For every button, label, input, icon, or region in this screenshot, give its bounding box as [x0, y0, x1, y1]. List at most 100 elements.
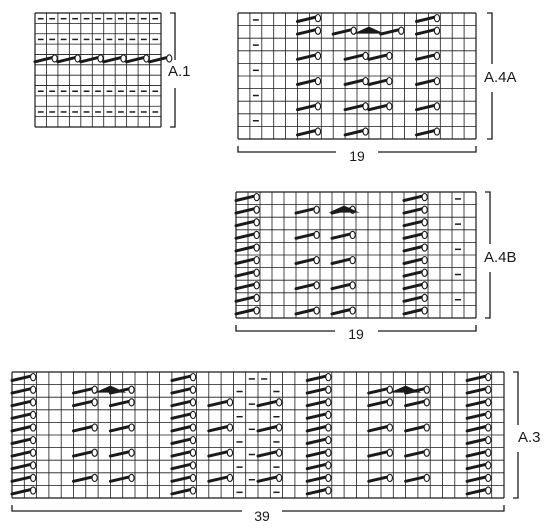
row-bracket	[170, 12, 176, 60]
row-bracket	[170, 88, 176, 128]
cable-symbol-loop	[386, 423, 394, 432]
cable-symbol	[56, 55, 78, 64]
cable-symbol-loop	[423, 423, 430, 432]
row-bracket	[513, 452, 519, 499]
cable-symbol-loop	[386, 448, 394, 457]
cable-symbol	[170, 425, 193, 433]
cable-symbol	[402, 295, 425, 303]
cable-symbol-loop	[433, 26, 441, 35]
cable-symbol	[305, 387, 328, 395]
cable-symbol-loop	[421, 218, 428, 227]
cable-symbol-loop	[433, 51, 441, 61]
cable-symbol	[294, 282, 317, 291]
cable-symbol	[72, 475, 95, 483]
cable-symbol-loop	[276, 448, 283, 457]
cable-symbol-loop	[30, 435, 37, 445]
cable-symbol	[465, 462, 488, 471]
cable-symbol	[296, 78, 318, 86]
cable-symbol-loop	[189, 372, 197, 382]
cable-symbol-loop	[253, 268, 260, 277]
cable-symbol-loop	[421, 255, 428, 265]
cable-symbol-loop	[349, 230, 356, 240]
cable-symbol	[367, 78, 389, 86]
cable-symbol	[108, 450, 131, 458]
cable-symbol-loop	[253, 230, 260, 240]
cable-symbol-loop	[30, 486, 37, 495]
cable-symbol-loop	[325, 448, 332, 457]
cable-symbol	[402, 245, 425, 253]
cable-symbol-loop	[485, 435, 492, 445]
cable-symbol	[330, 232, 353, 240]
cable-symbol-loop	[128, 448, 135, 457]
cable-symbol-loop	[128, 423, 135, 432]
cable-symbol-loop	[30, 461, 37, 470]
cable-symbol-loop	[485, 410, 492, 420]
cable-symbol	[33, 55, 55, 64]
cable-symbol-loop	[314, 127, 322, 136]
cable-symbol	[379, 28, 401, 36]
cable-symbol-loop	[253, 243, 260, 252]
cable-symbol-loop	[313, 205, 320, 214]
cable-symbol	[170, 488, 193, 496]
cable-symbol	[234, 308, 257, 316]
decrease-symbol	[353, 26, 385, 34]
cable-symbol	[305, 412, 328, 420]
cable-symbol	[234, 194, 257, 202]
cable-symbol-loop	[314, 13, 322, 23]
cable-symbol	[125, 55, 146, 64]
cable-symbol	[330, 308, 353, 316]
cable-symbol	[415, 53, 437, 61]
cable-symbol-loop	[189, 461, 197, 470]
cable-symbol	[402, 207, 425, 215]
cable-symbol-loop	[485, 448, 492, 457]
cable-symbol-loop	[386, 51, 393, 61]
cable-symbol-loop	[423, 398, 430, 407]
cable-symbol	[465, 412, 488, 420]
cable-symbol-loop	[485, 473, 492, 483]
cable-symbol	[256, 450, 279, 458]
cable-symbol	[367, 53, 389, 61]
decrease-symbol	[328, 205, 360, 213]
cable-symbol-loop	[325, 486, 332, 495]
cable-symbol	[10, 488, 33, 496]
stitch-bracket	[235, 325, 335, 332]
cable-symbol	[108, 475, 131, 483]
cable-symbol	[331, 28, 354, 36]
cable-symbol	[343, 103, 366, 112]
decrease-symbol	[94, 385, 127, 393]
cable-symbol	[367, 425, 390, 433]
cable-symbol-loop	[485, 423, 492, 432]
cable-symbol	[256, 475, 279, 483]
cable-symbol-loop	[51, 54, 58, 63]
cable-symbol	[10, 462, 33, 471]
cable-symbol-loop	[349, 306, 356, 315]
cable-symbol	[170, 412, 193, 420]
cable-symbol	[367, 450, 390, 458]
cable-symbol	[465, 387, 488, 395]
cable-symbol	[10, 412, 33, 420]
cable-symbol-loop	[398, 26, 405, 35]
cable-symbol-loop	[485, 385, 492, 394]
cable-symbol	[367, 475, 390, 483]
cable-symbol-loop	[423, 448, 430, 457]
cable-symbol-loop	[120, 54, 127, 63]
cable-symbol	[72, 399, 95, 408]
cable-symbol	[170, 387, 193, 395]
stitch-count-a3: 39	[254, 508, 270, 524]
cable-symbol-loop	[189, 398, 197, 407]
label-a4a: A.4A	[484, 69, 517, 86]
cable-symbol-loop	[350, 26, 357, 35]
cable-symbol-loop	[253, 293, 260, 303]
cable-symbol-loop	[325, 385, 332, 394]
cable-symbol	[207, 475, 230, 483]
cable-symbol-loop	[421, 205, 428, 214]
cable-symbol-loop	[423, 473, 430, 483]
cable-symbol	[402, 194, 425, 202]
stitch-count-a4b: 19	[348, 326, 364, 342]
cable-symbol	[234, 219, 257, 228]
stitch-bracket	[378, 325, 477, 332]
cable-symbol-loop	[314, 76, 322, 86]
cable-symbol	[367, 103, 389, 112]
label-a4b: A.4B	[484, 249, 517, 266]
cable-symbol	[79, 55, 101, 64]
